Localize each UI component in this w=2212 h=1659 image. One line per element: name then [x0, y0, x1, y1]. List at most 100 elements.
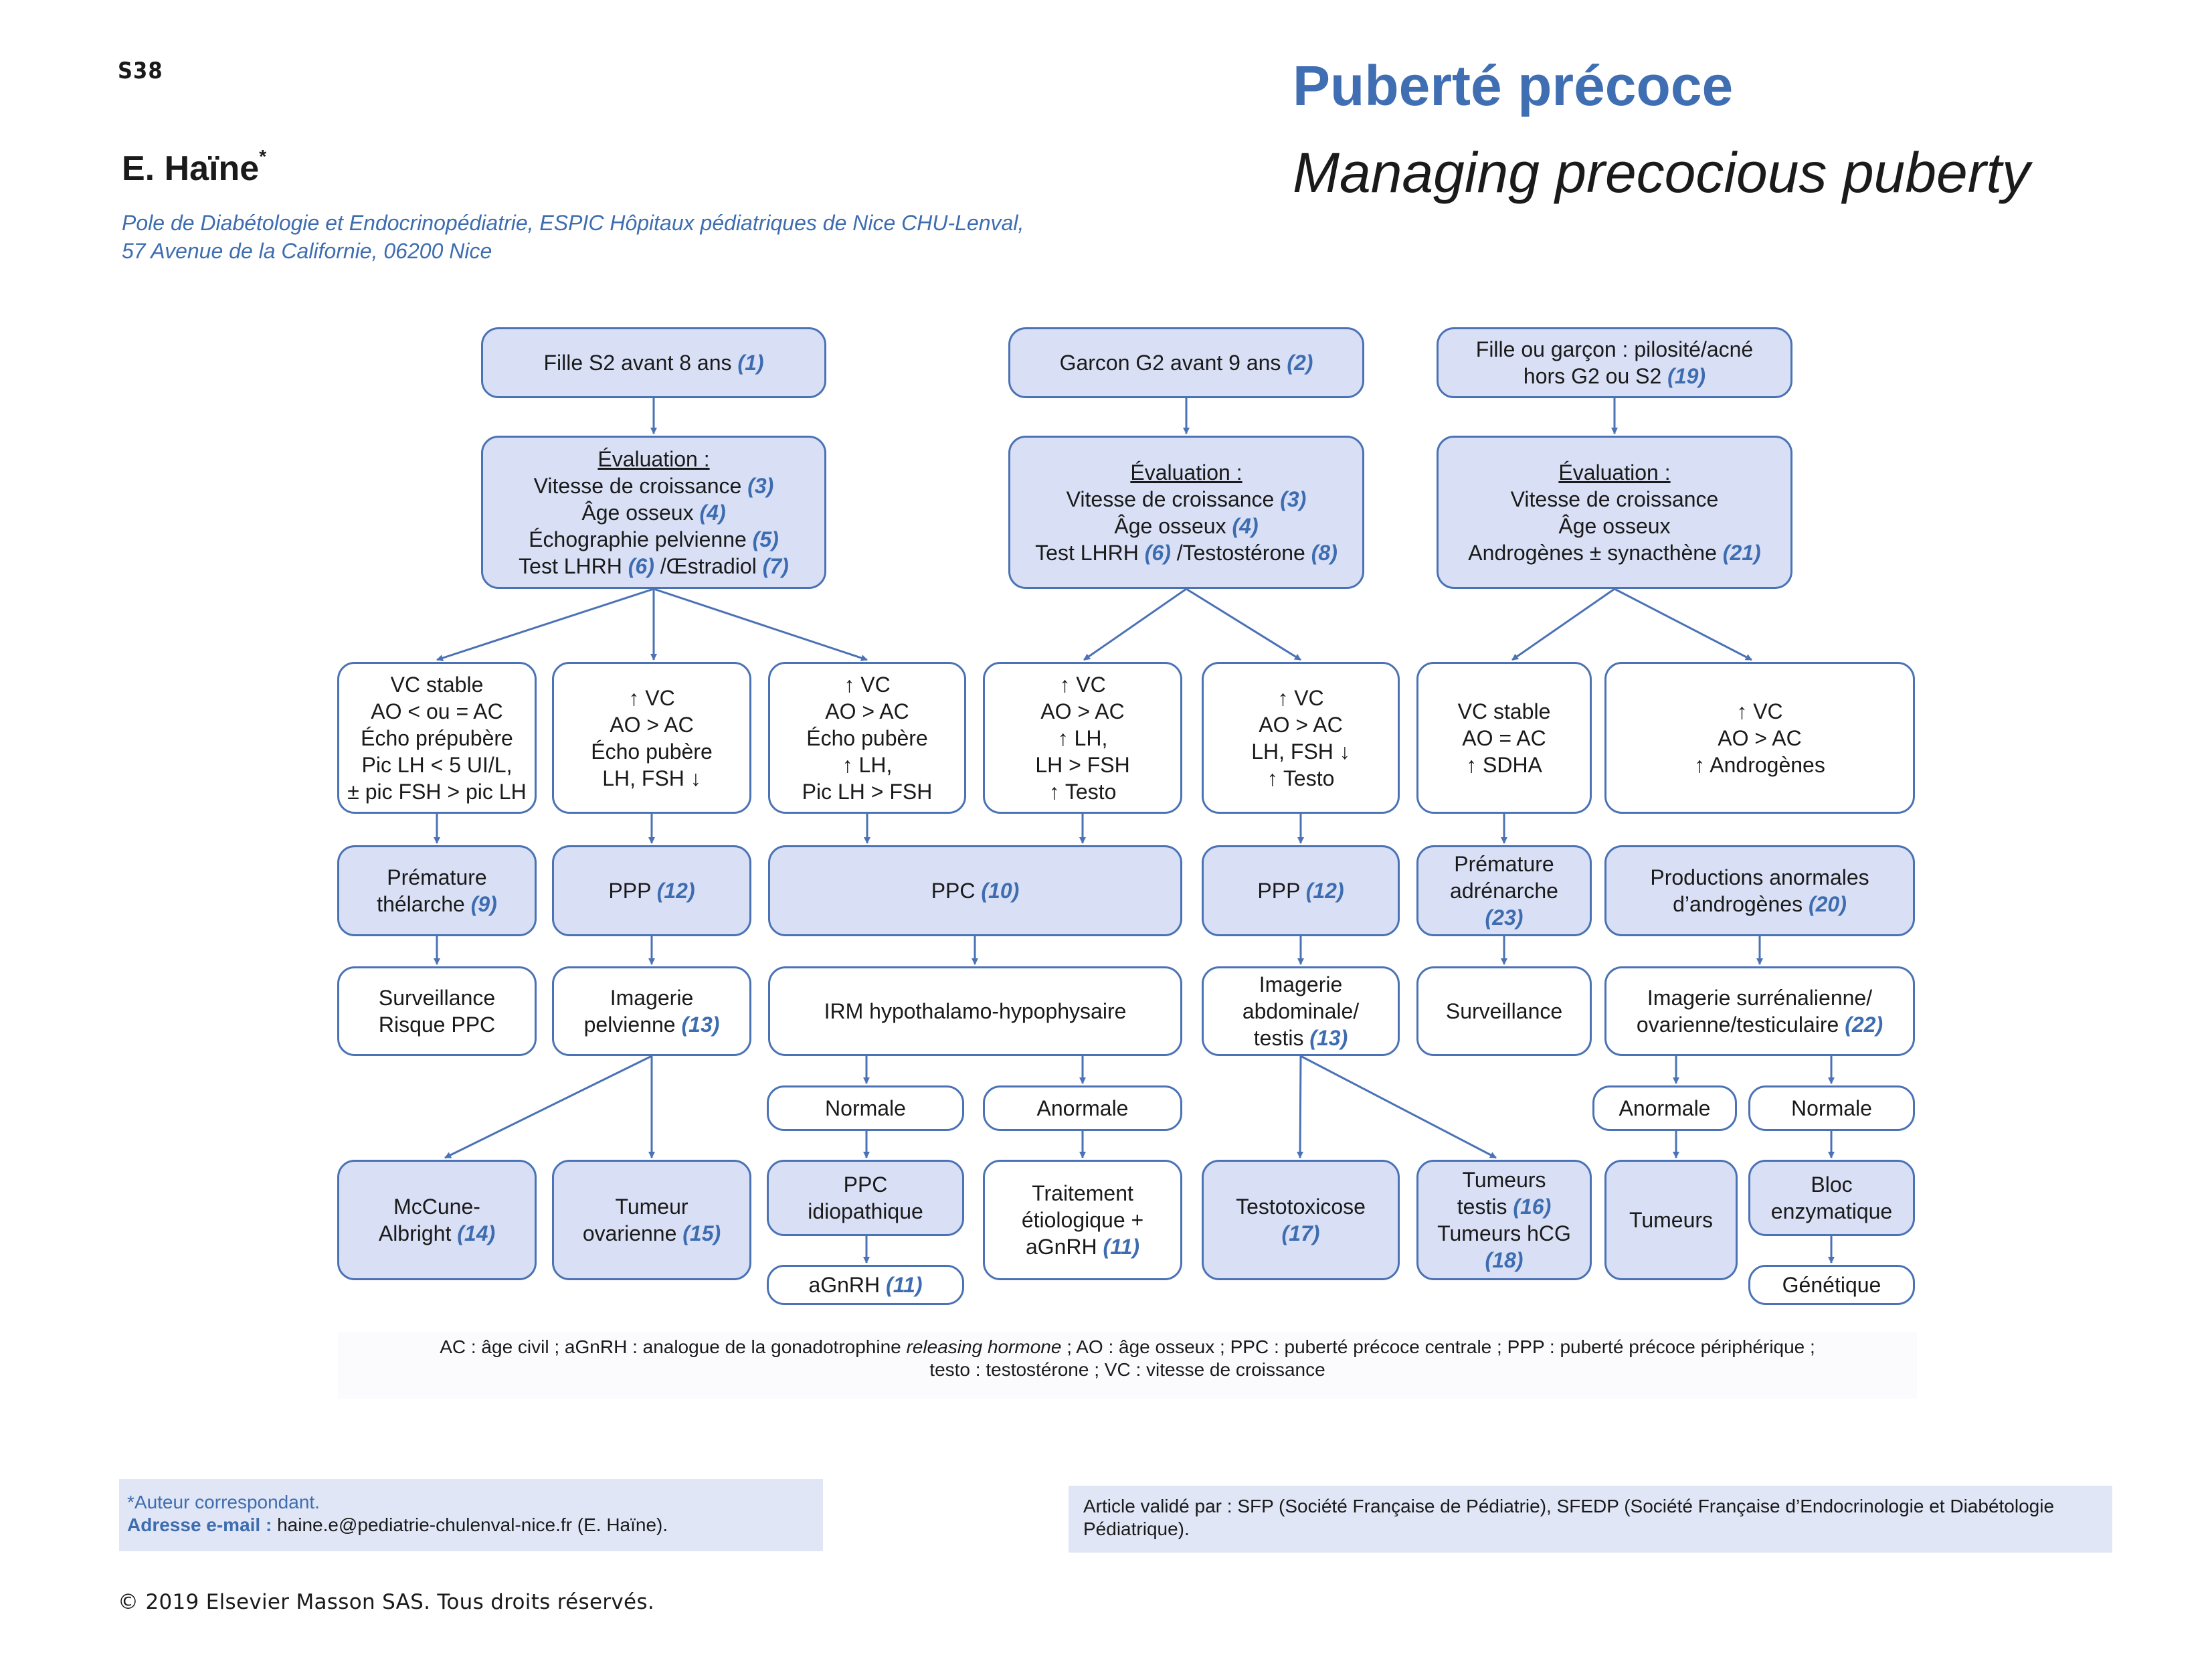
line-text: thélarche: [377, 892, 471, 916]
flow-node-line: Tumeurs: [1437, 1166, 1571, 1193]
flow-node-eval_garcon: Évaluation :Vitesse de croissance (3)Âge…: [1008, 436, 1364, 589]
flow-node-text: Anormale: [1037, 1095, 1129, 1122]
line-text: Test LHRH: [519, 553, 628, 578]
line-text: Âge osseux: [581, 500, 700, 525]
flow-node-line: Testotoxicose: [1236, 1193, 1366, 1220]
line-text: ↑ LH,: [1057, 725, 1108, 750]
flow-node-line: Albright (14): [379, 1220, 495, 1247]
flow-node-line: Imagerie: [584, 984, 720, 1011]
flow-node-line: AO > AC: [802, 698, 933, 725]
reference-number: (19): [1667, 364, 1706, 388]
line-text: AO < ou = AC: [371, 699, 503, 723]
flow-node-line: ↑ SDHA: [1458, 752, 1551, 778]
flow-node-text: Normale: [1791, 1095, 1872, 1122]
flow-node-line: Traitement: [1022, 1180, 1143, 1207]
line-text: ± pic FSH > pic LH: [347, 779, 527, 804]
flow-node-line: testis (13): [1242, 1025, 1359, 1051]
flow-node-line: ↑ VC: [1694, 698, 1825, 725]
line-text: Surveillance: [378, 986, 496, 1010]
flow-node-line: testis (16): [1437, 1193, 1571, 1220]
flow-node-line: Âge osseux (4): [1035, 513, 1338, 539]
flow-node-line: AO > AC: [1035, 698, 1129, 725]
flow-node-heading: Évaluation :: [1130, 460, 1242, 485]
flow-arrow: [1297, 1055, 1304, 1158]
line-text: /Testostérone: [1170, 540, 1311, 565]
flow-node-line: ↑ VC: [591, 685, 712, 711]
line-text: Tumeurs: [1629, 1208, 1714, 1232]
flow-node-text: IRM hypothalamo-hypophysaire: [824, 998, 1127, 1025]
author-name-text: E. Haïne: [122, 149, 260, 188]
flow-node-text: aGnRH (11): [808, 1272, 922, 1298]
flow-node-text: PPC (10): [931, 877, 1020, 904]
line-text: Fille ou garçon : pilosité/acné: [1475, 337, 1754, 361]
line-text: aGnRH: [1025, 1235, 1103, 1259]
flow-arrow: [444, 1055, 652, 1159]
copyright: © 2019 Elsevier Masson SAS. Tous droits …: [118, 1590, 655, 1614]
flow-node-f1: Normale: [767, 1085, 964, 1131]
flow-node-text: Fille S2 avant 8 ans (1): [543, 349, 763, 376]
line-text: ↑ Androgènes: [1694, 752, 1825, 777]
line-text: idiopathique: [808, 1199, 923, 1223]
line-text: McCune-: [393, 1195, 480, 1219]
email-label: Adresse e-mail :: [127, 1514, 272, 1535]
line-text: Risque PPC: [378, 1013, 496, 1037]
flow-node-line: Bloc: [1771, 1171, 1892, 1198]
flow-node-line: LH > FSH: [1035, 752, 1129, 778]
line-text: Anormale: [1619, 1096, 1711, 1120]
line-text: Imagerie surrénalienne/: [1647, 986, 1873, 1010]
line-text: Tumeur: [615, 1195, 688, 1219]
flow-node-line: abdominale/: [1242, 998, 1359, 1025]
line-text: ovarienne/testiculaire: [1636, 1013, 1845, 1037]
flow-node-line: (18): [1437, 1247, 1571, 1274]
flow-node-line: Échographie pelvienne (5): [519, 526, 789, 553]
line-text: Albright: [378, 1221, 458, 1245]
flow-node-fille: Fille S2 avant 8 ans (1): [481, 327, 826, 398]
flow-arrow: [653, 588, 868, 661]
flow-node-line: Imagerie: [1242, 971, 1359, 998]
flow-node-line: Pic LH < 5 UI/L,: [347, 752, 526, 778]
flow-node-line: Tumeurs hCG: [1437, 1220, 1571, 1247]
reference-number: (10): [981, 879, 1020, 903]
reference-number: (20): [1808, 892, 1847, 916]
line-text: Génétique: [1782, 1273, 1881, 1297]
email-link[interactable]: haine.e@pediatrie-chulenval-nice.fr (E. …: [272, 1514, 668, 1535]
line-text: Normale: [1791, 1096, 1872, 1120]
flow-node-line: Surveillance: [1446, 998, 1562, 1025]
line-text: IRM hypothalamo-hypophysaire: [824, 999, 1127, 1023]
flow-node-line: adrénarche: [1450, 877, 1558, 904]
line-text: Écho pubère: [806, 725, 928, 750]
flow-node-line: idiopathique: [808, 1198, 923, 1225]
flow-node-line: ovarienne/testiculaire (22): [1637, 1011, 1883, 1038]
flow-node-line: AO = AC: [1458, 725, 1551, 752]
flow-node-text: PPP (12): [608, 877, 695, 904]
corresponding-author-panel: *Auteur correspondant. Adresse e-mail : …: [119, 1479, 823, 1551]
flow-node-line: aGnRH (11): [808, 1272, 922, 1298]
line-text: Fille S2 avant 8 ans: [543, 351, 738, 375]
flow-node-line: Âge osseux: [1468, 513, 1760, 539]
affiliation: Pole de Diabétologie et Endocrinopédiatr…: [122, 209, 1024, 265]
flow-node-e3: IRM hypothalamo-hypophysaire: [768, 966, 1182, 1056]
flow-node-line: hors G2 ou S2 (19): [1476, 363, 1753, 389]
affiliation-line-1: Pole de Diabétologie et Endocrinopédiatr…: [122, 211, 1024, 235]
reference-number: (5): [752, 527, 779, 551]
flow-node-g5: Testotoxicose(17): [1202, 1160, 1400, 1280]
reference-number: (13): [681, 1013, 720, 1037]
flow-node-line: VC stable: [1458, 698, 1551, 725]
line-text: étiologique +: [1021, 1208, 1144, 1232]
flow-node-d3: PPC (10): [768, 845, 1182, 936]
line-text: Anormale: [1036, 1096, 1129, 1120]
line-text: Bloc: [1811, 1172, 1853, 1197]
line-text: VC stable: [1457, 699, 1551, 723]
affiliation-line-2: 57 Avenue de la Californie, 06200 Nice: [122, 239, 492, 263]
flow-node-line: Vitesse de croissance (3): [1035, 486, 1338, 513]
